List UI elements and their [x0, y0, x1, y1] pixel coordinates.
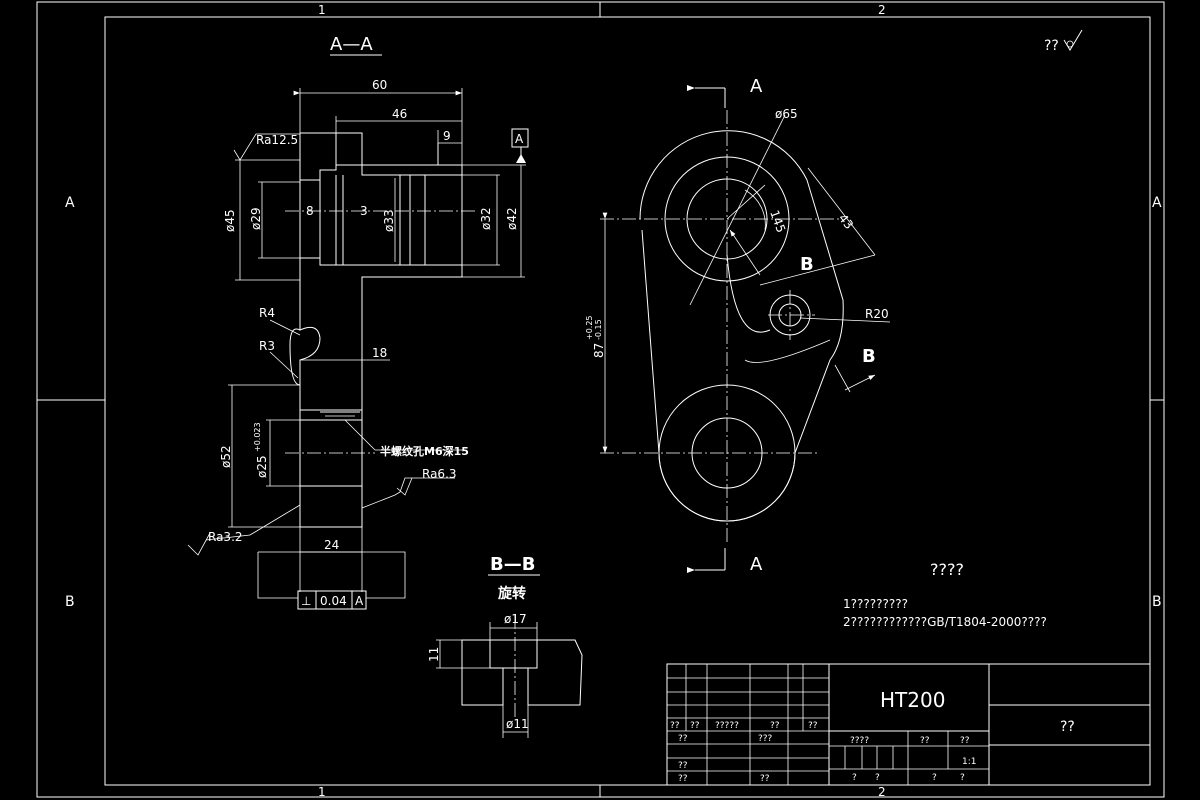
hatch-body	[299, 257, 463, 411]
dim-dia-33: ø33	[382, 209, 396, 232]
roughness-top: Ra12.5	[233, 133, 300, 161]
tb-sheet-d: ?	[960, 773, 965, 783]
tb-scale-label: ??	[960, 736, 970, 746]
dim-height-tol-dn: -0.15	[594, 319, 603, 340]
tb-designer: ??	[678, 734, 688, 744]
tb-label-4: ??	[770, 721, 780, 731]
dim-dia-42: ø42	[505, 207, 519, 230]
datum-box	[511, 128, 529, 148]
cut-label-bottom: A	[750, 554, 763, 575]
dim-dia-17: ø17	[504, 612, 527, 626]
dim-8: 8	[306, 204, 314, 218]
dim-r3: R3	[259, 339, 275, 353]
zone-col-1-top: 1	[318, 3, 326, 17]
dim-height-87: 87	[592, 343, 606, 358]
zone-row-a-right: A	[1152, 195, 1162, 211]
thread-note: 半螺纹孔M6深15	[380, 444, 469, 458]
tolerance-frame: ⊥ 0.04 A	[297, 590, 367, 610]
tb-label-2: ??	[690, 721, 700, 731]
notes-line-1: 1?????????	[843, 597, 908, 611]
tb-process: ??	[678, 774, 688, 784]
datum-triangle-icon	[516, 154, 526, 163]
dim-dia-25: ø25	[255, 455, 269, 478]
zone-row-b-right: B	[1152, 594, 1162, 610]
roughness-icon	[233, 133, 300, 161]
dim-18: 18	[372, 346, 387, 360]
dim-dia-45: ø45	[223, 209, 237, 232]
cut-label-top: A	[750, 76, 763, 97]
tb-weight: ??	[920, 736, 930, 746]
dim-46: 46	[392, 107, 407, 121]
default-roughness: ??	[1044, 29, 1083, 54]
dim-24: 24	[324, 538, 339, 552]
datum-label: A	[515, 132, 524, 146]
tb-sheet-b: ?	[875, 773, 880, 783]
dim-dia-11: ø11	[506, 717, 529, 731]
dim-dia-29: ø29	[249, 207, 263, 230]
tb-scale: 1:1	[962, 757, 976, 767]
tb-stage: ????	[850, 736, 869, 746]
tb-approve: ??	[760, 774, 770, 784]
roughness-bottom: Ra3.2	[187, 504, 301, 556]
dim-43: 43	[836, 211, 856, 232]
tolerance-datum: A	[355, 594, 364, 608]
front-view: A A ø65 145 43 B B	[585, 76, 891, 575]
notes-line-2: 2????????????GB/T1804-2000????	[843, 615, 1047, 629]
dim-dia-52: ø52	[219, 445, 233, 468]
hatch-top-flange	[299, 132, 337, 181]
default-roughness-label: ??	[1044, 38, 1059, 54]
zone-col-2-top: 2	[878, 3, 886, 17]
roughness-check-icon	[1063, 29, 1083, 51]
dim-depth-11: 11	[427, 647, 441, 662]
dim-60: 60	[372, 78, 387, 92]
material: HT200	[880, 688, 945, 712]
dim-dia-32: ø32	[479, 207, 493, 230]
zone-row-b-left: B	[65, 594, 75, 610]
hatch-bottom-boss	[299, 485, 363, 528]
roughness-icon	[187, 532, 211, 556]
svg-text:Ra12.5: Ra12.5	[256, 133, 298, 147]
dim-dia-65: ø65	[775, 107, 798, 121]
view-label-b-lower: B	[862, 346, 876, 367]
section-view-bb: B—B 旋转 ø17 ø11 11	[427, 554, 583, 738]
tb-standard: ???	[758, 734, 773, 744]
section-aa-title: A—A	[330, 34, 373, 55]
roughness-right: Ra6.3	[361, 467, 457, 509]
roughness-icon	[361, 477, 455, 509]
view-label-b-upper: B	[800, 254, 814, 275]
zone-col-2-bottom: 2	[878, 785, 886, 799]
tb-review: ??	[678, 761, 688, 771]
tb-sheet-c: ?	[932, 773, 937, 783]
dim-r4: R4	[259, 306, 275, 320]
dim-angle-145: 145	[767, 208, 788, 234]
dim-9: 9	[443, 129, 451, 143]
title-block: HT200 ?? ?? ?? ????? ?? ?? ?? ??? ?? ?? …	[666, 663, 1151, 786]
tolerance-value: 0.04	[320, 594, 347, 608]
part-name: ??	[1060, 719, 1075, 735]
drawing-frame: 1 2 1 2 A B A B	[36, 1, 1165, 799]
technical-notes: ???? 1????????? 2????????????GB/T1804-20…	[843, 560, 1047, 629]
dim-height-tol-up: +0.25	[585, 315, 594, 340]
perpendicularity-icon: ⊥	[301, 594, 311, 608]
svg-text:Ra6.3: Ra6.3	[422, 467, 457, 481]
dim-dia-25-tol: +0.023	[253, 422, 262, 452]
notes-heading: ????	[930, 560, 964, 579]
zone-col-1-bottom: 1	[318, 785, 326, 799]
section-bb-subtitle: 旋转	[497, 585, 526, 602]
tb-label-3: ?????	[715, 721, 739, 731]
section-view-aa: A—A 60 46 9	[187, 34, 529, 610]
tb-sheet-a: ?	[852, 773, 857, 783]
part-outline	[639, 130, 844, 522]
tb-label-1: ??	[670, 721, 680, 731]
section-bb-title: B—B	[490, 554, 535, 575]
dim-3: 3	[360, 204, 368, 218]
inner-border	[104, 16, 1151, 786]
outer-border	[36, 1, 1165, 798]
dim-r20: R20	[865, 307, 889, 321]
svg-text:Ra3.2: Ra3.2	[208, 530, 243, 544]
zone-row-a-left: A	[65, 195, 75, 211]
tb-label-5: ??	[808, 721, 818, 731]
